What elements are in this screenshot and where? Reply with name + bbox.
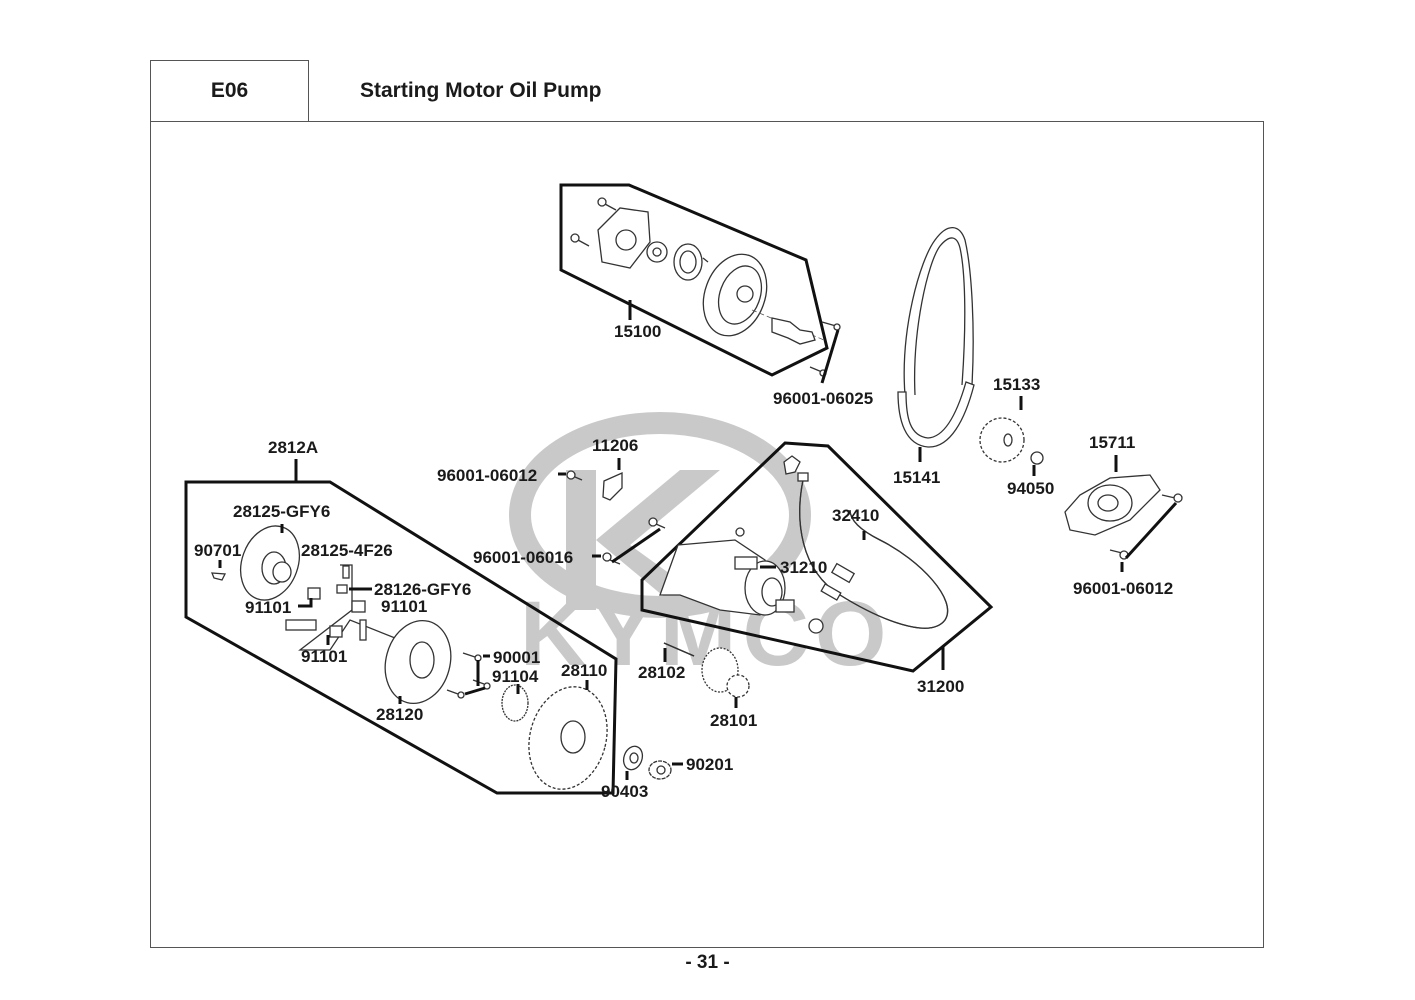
part-label-31200: 31200 [917, 677, 964, 696]
part-label-2812A: 2812A [268, 438, 318, 457]
pump-cover-icon [1064, 455, 1183, 572]
part-label-15133: 15133 [993, 375, 1040, 394]
idle-gear-icon [701, 647, 750, 708]
bracket-icon [602, 458, 623, 501]
part-label-91101-b: 91101 [245, 598, 291, 617]
part-label-28125-4F26: 28125-4F26 [301, 541, 393, 560]
part-label-28110: 28110 [561, 661, 607, 680]
section-code: E06 [210, 79, 249, 102]
part-label-96001-06016: 96001-06016 [473, 548, 573, 567]
part-label-96001-06012-left: 96001-06012 [437, 466, 537, 485]
oil-pump-group [559, 183, 841, 384]
part-label-91101-c: 91101 [301, 647, 347, 666]
roller-icon [307, 587, 321, 600]
part-label-28125-GFY6: 28125-GFY6 [233, 502, 330, 521]
clutch-outer-icon [384, 619, 452, 705]
part-label-91101-a: 91101 [381, 597, 427, 616]
part-label-28101: 28101 [710, 711, 757, 730]
driven-gear-icon [528, 686, 608, 790]
key-icon [211, 572, 227, 581]
part-label-11206: 11206 [592, 436, 638, 455]
diagram-frame [150, 121, 1264, 948]
page-title: Starting Motor Oil Pump [360, 79, 602, 102]
part-label-94050: 94050 [1007, 479, 1054, 498]
outer-rotor-icon [673, 243, 703, 281]
part-label-90001: 90001 [493, 648, 540, 667]
oil-pump-chain-icon [897, 226, 975, 462]
part-label-28120: 28120 [376, 705, 423, 724]
part-label-90201: 90201 [686, 755, 733, 774]
screw-icon [570, 197, 617, 247]
terminal-icon [797, 472, 809, 482]
needle-bearing-icon [501, 684, 529, 722]
roller-icon [329, 625, 343, 638]
part-label-96001-06012-right: 96001-06012 [1073, 579, 1173, 598]
boot-icon [783, 455, 801, 475]
part-label-28126-GFY6: 28126-GFY6 [374, 580, 471, 599]
starter-motor-group [640, 441, 994, 673]
bolt-icon [592, 517, 666, 565]
section-code-cell: E06 [150, 60, 309, 121]
part-label-15141: 15141 [893, 468, 940, 487]
part-label-28102: 28102 [638, 663, 685, 682]
idle-shaft-icon [663, 642, 695, 662]
oil-pump-sprocket-icon [979, 396, 1025, 463]
clutch-outer-plate-icon [240, 525, 300, 601]
part-label-96001-06025: 96001-06025 [773, 389, 873, 408]
page-number: - 31 - [685, 952, 730, 973]
part-label-31210: 31210 [780, 558, 827, 577]
roller-icon [351, 600, 366, 613]
starter-clutch-group [184, 459, 618, 795]
nut-icon [648, 760, 683, 780]
part-label-15711: 15711 [1089, 433, 1135, 452]
washer-icon [622, 745, 644, 780]
part-label-32410: 32410 [832, 506, 879, 525]
part-label-15100: 15100 [614, 322, 661, 341]
sprocket-nut-icon [1030, 451, 1044, 476]
bolt-icon [558, 470, 583, 481]
part-label-91104: 91104 [492, 667, 539, 686]
pump-shaft-icon [771, 317, 816, 345]
part-label-90403: 90403 [601, 782, 648, 801]
part-label-90701: 90701 [194, 541, 241, 560]
